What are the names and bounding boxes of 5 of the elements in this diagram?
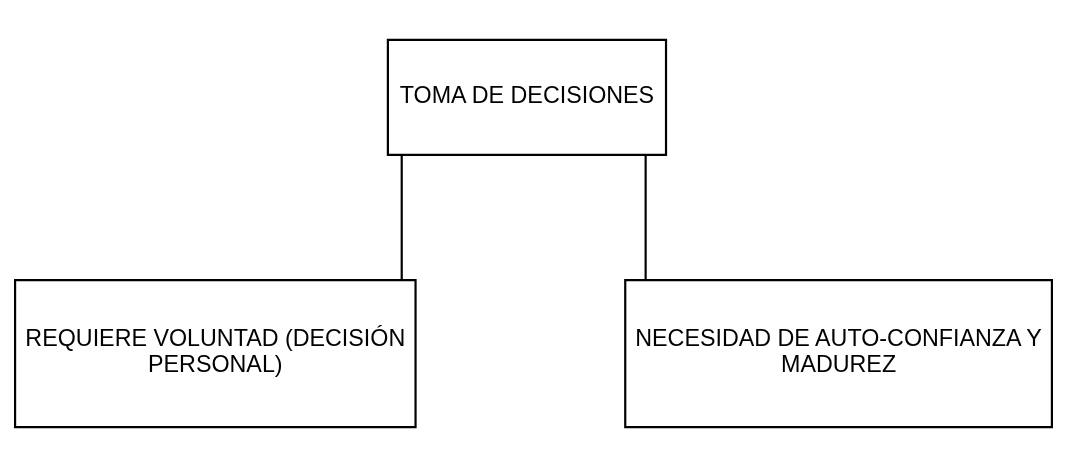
node-box: REQUIERE VOLUNTAD (DECISIÓN PERSONAL) — [14, 279, 417, 429]
node-box: NECESIDAD DE AUTO-CONFIANZA Y MADUREZ — [624, 279, 1053, 429]
node-box: TOMA DE DECISIONES — [386, 38, 668, 156]
connector — [644, 155, 647, 281]
connector — [400, 155, 403, 281]
